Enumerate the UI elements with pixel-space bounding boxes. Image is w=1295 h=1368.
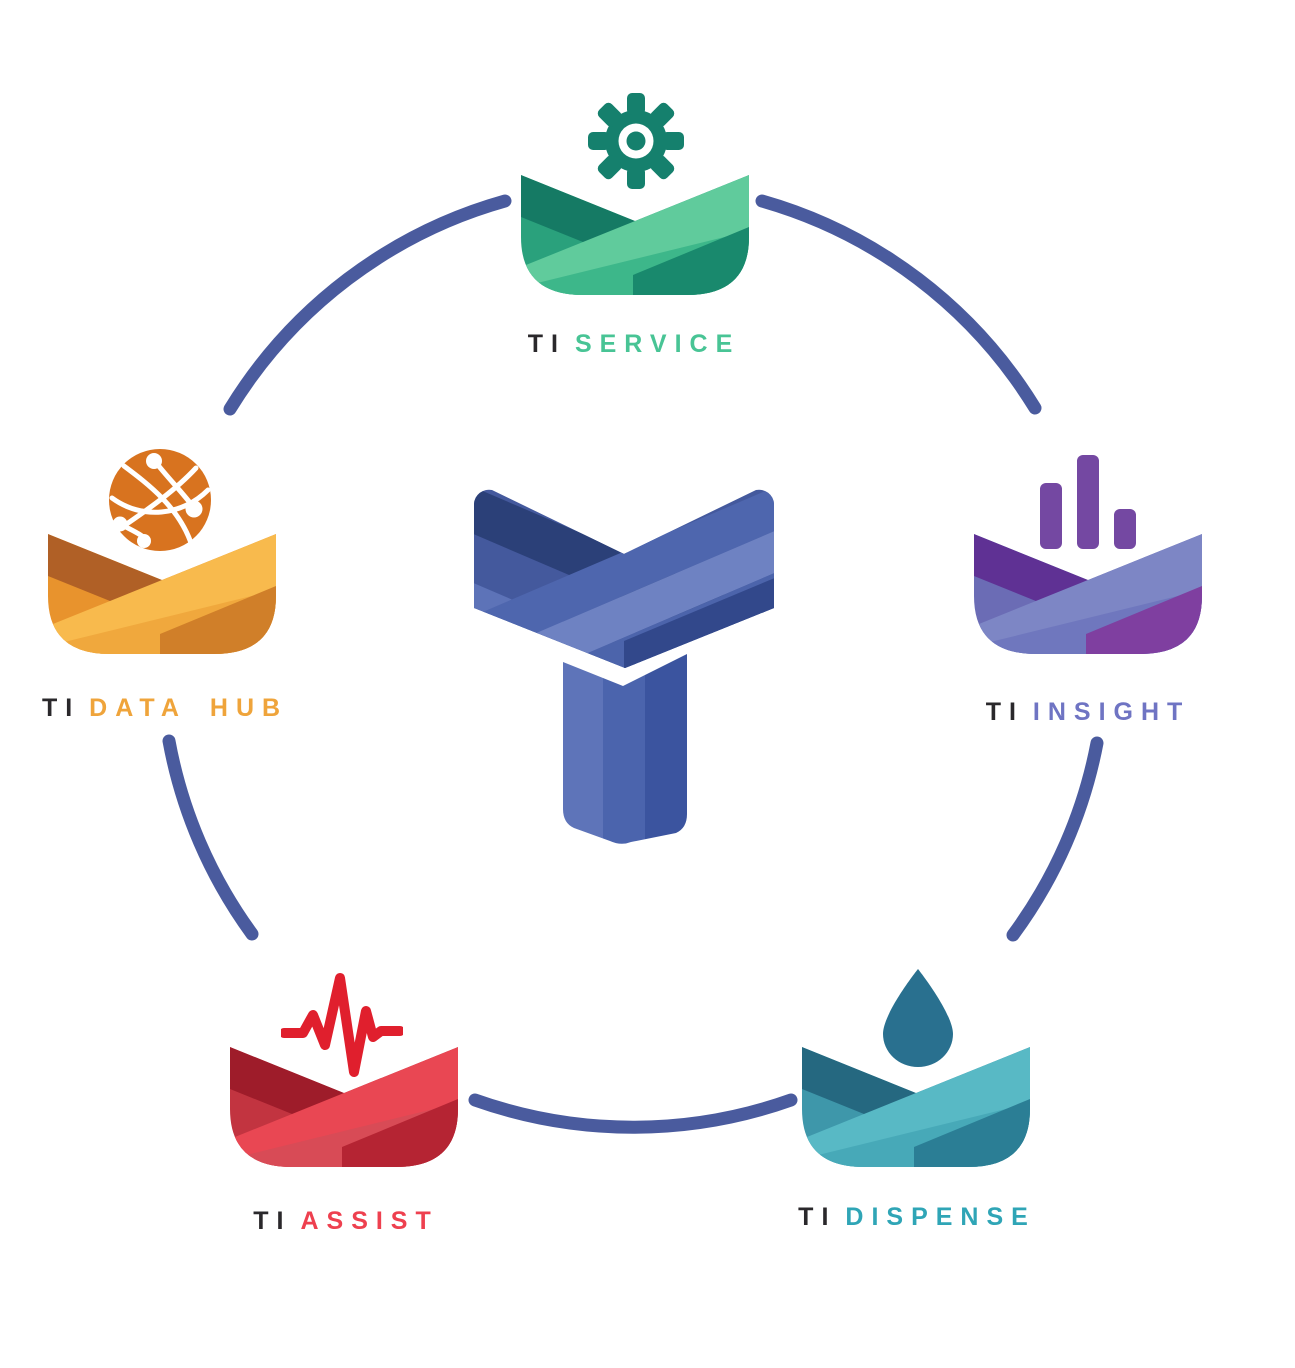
insight-basket-mark: [974, 534, 1202, 654]
arc-dispense-to-assist: [468, 1093, 798, 1134]
label-prefix: TI: [985, 698, 1024, 726]
label-prefix: TI: [527, 330, 566, 358]
label-prefix: TI: [253, 1207, 292, 1235]
label-product-name: DISPENSE: [845, 1203, 1036, 1231]
water-drop-icon: [883, 969, 953, 1068]
heartbeat-icon: [281, 973, 403, 1077]
label-ti-data-hub: TI DATA HUB: [41, 694, 289, 723]
label-ti-assist: TI ASSIST: [253, 1207, 439, 1236]
label-product-name: SERVICE: [574, 330, 741, 358]
arc-service-to-insight: [755, 194, 1042, 415]
datahub-basket-mark: [48, 534, 276, 654]
dispense-basket-mark: [802, 1047, 1030, 1167]
service-basket-mark: [521, 175, 749, 295]
ti-center-logo: [474, 489, 774, 844]
arc-assist-to-datahub: [162, 734, 259, 941]
label-product-name: ASSIST: [300, 1207, 439, 1235]
arc-datahub-to-service: [223, 194, 512, 416]
ti-mark-stem: [563, 654, 687, 844]
label-ti-insight: TI INSIGHT: [985, 698, 1191, 727]
label-ti-service: TI SERVICE: [527, 330, 741, 359]
gear-icon: [588, 93, 684, 189]
label-ti-dispense: TI DISPENSE: [798, 1203, 1036, 1232]
arc-insight-to-dispense: [1006, 736, 1104, 942]
globe-network-icon: [109, 449, 211, 551]
label-prefix: TI: [41, 694, 81, 722]
label-prefix: TI: [798, 1203, 837, 1231]
label-product-name: INSIGHT: [1032, 698, 1191, 726]
label-product-name: DATA HUB: [89, 694, 289, 722]
assist-basket-mark: [230, 1047, 458, 1167]
bar-chart-icon: [1040, 455, 1136, 549]
